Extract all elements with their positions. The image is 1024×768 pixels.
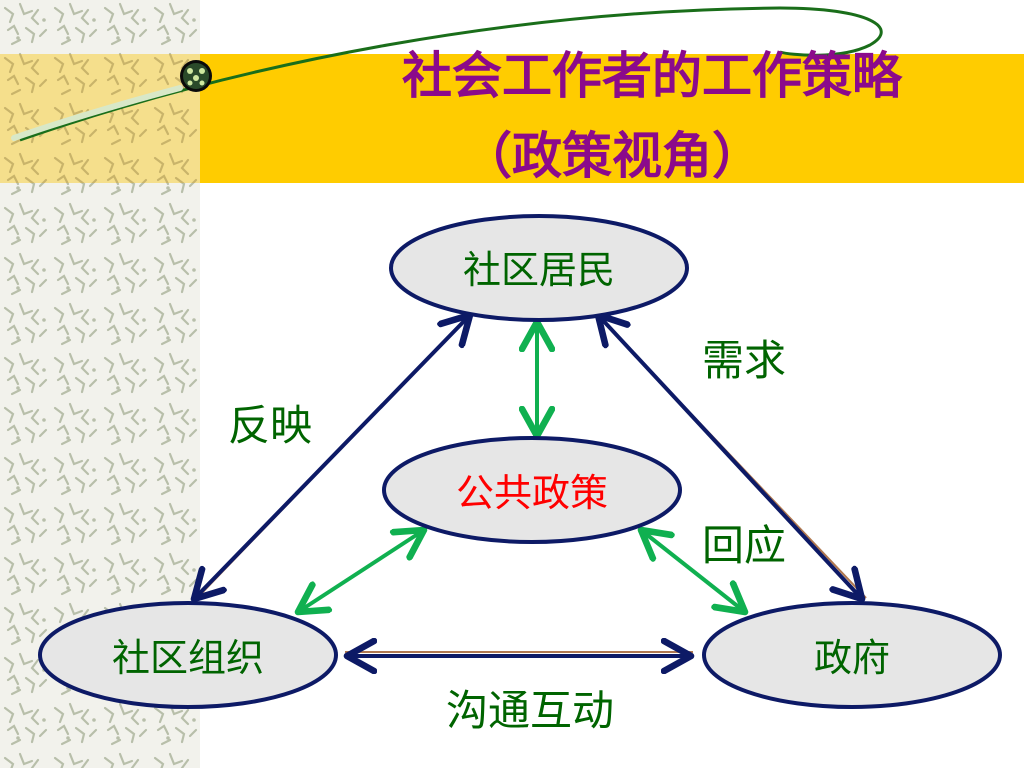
node-government: 政府	[702, 601, 1002, 709]
bullet-icon	[180, 60, 212, 92]
decorative-swoosh	[11, 6, 883, 142]
node-residents-label: 社区居民	[463, 248, 615, 292]
node-policy: 公共政策	[382, 436, 682, 544]
slide-title: 社会工作者的工作策略	[402, 46, 902, 105]
node-residents: 社区居民	[389, 214, 689, 322]
label-reflect: 反映	[228, 401, 312, 450]
arrow-residents-government	[598, 315, 862, 599]
node-organization: 社区组织	[38, 601, 338, 709]
title-band	[200, 54, 1024, 183]
arrow-policy-government	[641, 530, 745, 612]
node-organization-label: 社区组织	[112, 636, 264, 680]
arrow-residents-organization	[194, 315, 470, 599]
label-respond: 回应	[702, 521, 786, 570]
node-policy-label: 公共政策	[456, 471, 608, 515]
node-government-label: 政府	[814, 636, 890, 680]
label-demand: 需求	[702, 336, 786, 385]
arrow-policy-organization	[298, 530, 424, 612]
slide-subtitle: （政策视角）	[462, 126, 762, 185]
label-communicate: 沟通互动	[446, 686, 614, 735]
